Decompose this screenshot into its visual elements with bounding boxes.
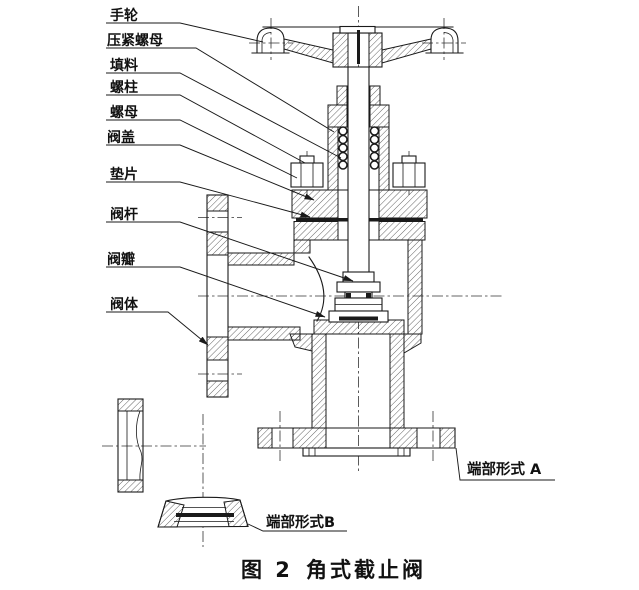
nut-left (290, 162, 324, 188)
centerlines (102, 6, 502, 547)
inlet-flange (206, 194, 229, 398)
spoke-right (381, 38, 432, 64)
raised-face (302, 447, 411, 457)
valve-body (206, 194, 456, 457)
part-label-stem: 阀杆 (110, 206, 138, 223)
handwheel (251, 25, 464, 68)
leader-end-form-b (247, 523, 347, 532)
disc-assembly (328, 271, 389, 323)
part-label-handwheel: 手轮 (110, 7, 138, 24)
leader-gland-nut (106, 47, 335, 133)
figure-caption: 图 2 角式截止阀 (241, 558, 426, 582)
packing-gland-nut (327, 85, 390, 128)
labels: 手轮 压紧螺母 填料 螺柱 螺母 阀盖 垫片 阀杆 阀瓣 阀体 端部形式 A 端… (107, 7, 542, 531)
leader-nut (106, 119, 298, 179)
outlet-flange (257, 427, 456, 457)
stem (347, 66, 370, 273)
stuffing-box-left-wall (327, 126, 339, 191)
end-form-b-detail (157, 496, 249, 528)
part-label-gasket: 垫片 (110, 166, 138, 183)
inlet-bottom-wall (227, 326, 301, 341)
packing-rings (338, 126, 380, 170)
part-label-gland-nut: 压紧螺母 (107, 32, 163, 49)
leader-stem (106, 221, 354, 282)
stem-slot (357, 30, 360, 64)
label-end-form-b: 端部形式B (266, 513, 335, 531)
nut-right (392, 162, 426, 188)
spoke-left (283, 38, 334, 64)
leader-stud (106, 94, 306, 164)
part-label-packing: 填料 (110, 57, 138, 74)
inlet-top-wall (227, 252, 295, 266)
leader-packing (106, 72, 342, 159)
leader-end-form-a (455, 447, 555, 481)
part-label-bonnet: 阀盖 (107, 129, 135, 146)
leader-gasket (106, 181, 311, 218)
studs-and-nuts (290, 155, 426, 188)
figure-caption-title: 角式截止阀 (306, 558, 426, 582)
part-label-stud: 螺柱 (110, 79, 138, 96)
bonnet (291, 126, 428, 219)
leader-disc (106, 266, 326, 318)
figure-caption-label: 图 2 (241, 558, 293, 582)
leader-lines (106, 22, 555, 532)
leader-handwheel (106, 22, 264, 43)
part-label-disc: 阀瓣 (107, 251, 135, 268)
disc-seal-ring (339, 316, 378, 321)
stuffing-box-right-wall (378, 126, 390, 191)
bonnet-flange-right (378, 189, 428, 219)
rim-left (256, 27, 285, 54)
leader-body (106, 311, 209, 346)
label-end-form-a: 端部形式 A (467, 460, 542, 478)
leader-bonnet (106, 144, 315, 201)
ring-detail (117, 398, 144, 493)
rim-right (430, 27, 459, 54)
bonnet-flange-left (291, 189, 339, 219)
part-label-body: 阀体 (110, 296, 139, 313)
part-label-nut: 螺母 (110, 104, 138, 121)
